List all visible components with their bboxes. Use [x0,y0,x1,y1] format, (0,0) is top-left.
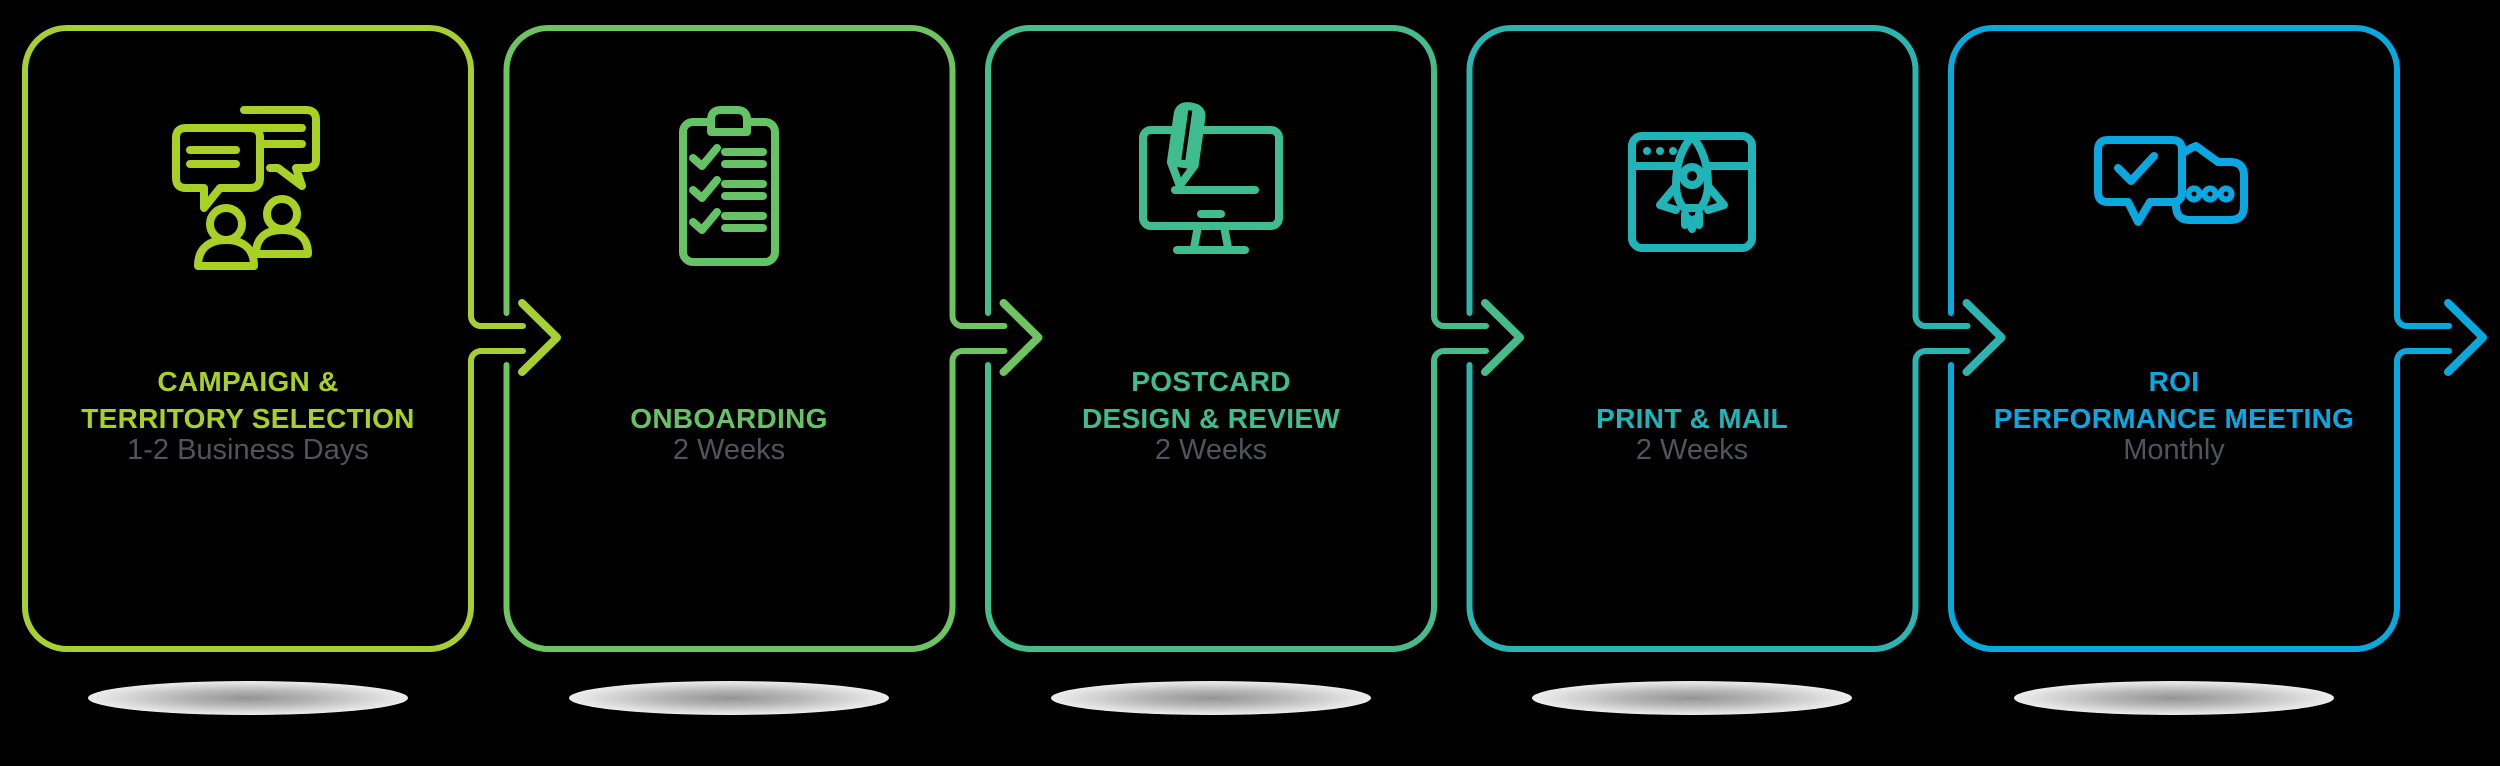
card-outline-step-2 [503,25,1043,652]
step-card-roi-meeting: ROI PERFORMANCE MEETING Monthly [1951,0,2397,766]
card-border-5 [1948,25,2452,652]
step-title: ONBOARDING [630,403,828,434]
pencil [1166,102,1206,190]
rocket-fin-right [1704,182,1728,214]
feedback-bubbles-icon [2084,102,2264,282]
step-duration: 2 Weeks [672,434,786,466]
step-title: PRINT & MAIL [1596,403,1788,434]
rocket-browser-icon [1602,102,1782,282]
card-shadow [1051,681,1371,715]
card-outline-step-5 [1948,25,2487,652]
check-bubble-checkmark [2114,152,2158,185]
rocket-window [1679,163,1705,189]
checkmark-1 [689,144,721,170]
dots-bubble-dots [2185,185,2235,203]
checkmark-3 [689,208,721,234]
card-outline-step-3 [985,25,1524,652]
card-outline-step-1 [22,25,561,652]
person-right-head [263,195,301,233]
step-card-campaign-territory: CAMPAIGN & TERRITORY SELECTION 1-2 Busin… [25,0,471,766]
list-lines-3 [721,212,767,232]
card-border-2 [503,25,1008,652]
card-border-3 [985,25,1489,652]
step-duration: 1-2 Business Days [127,434,369,466]
step-title: CAMPAIGN & TERRITORY SELECTION [81,366,415,434]
card-shadow [88,681,408,715]
clipboard-clip [707,106,751,136]
monitor-stand [1173,222,1249,254]
step-duration: 2 Weeks [1154,434,1268,466]
monitor-screen [1139,126,1283,230]
step-title: POSTCARD DESIGN & REVIEW [1081,366,1341,434]
arrow-chevron-3 [1481,299,1524,376]
step-title: ROI PERFORMANCE MEETING [1993,366,2355,434]
step-card-onboarding: ONBOARDING 2 Weeks [506,0,952,766]
clipboard-checklist-icon [639,102,819,282]
card-shadow [1532,681,1852,715]
person-left-body [194,236,258,270]
speech-bubble-right [240,106,320,190]
step-duration: Monthly [2123,434,2225,466]
card-shadow [2014,681,2334,715]
list-lines-1 [721,148,767,168]
speech-bubble-left-lines [186,146,240,168]
rocket-flame [1681,210,1703,233]
person-right-body [252,226,312,258]
card-border-4 [1466,25,1971,652]
browser-dots [1643,147,1677,155]
arrow-chevron-4 [1962,299,2006,376]
step-card-print-mail: PRINT & MAIL 2 Weeks [1469,0,1915,766]
list-lines-2 [721,180,767,200]
arrow-chevron-5 [2444,299,2487,376]
monitor-pencil-icon [1121,102,1301,282]
person-left-head [206,204,246,244]
step-card-postcard-design: POSTCARD DESIGN & REVIEW 2 Weeks [988,0,1434,766]
check-bubble [2094,136,2186,226]
card-shadow [569,681,889,715]
checkmark-2 [689,176,721,202]
card-border-1 [22,25,526,652]
card-outline-step-4 [1466,25,2006,652]
dots-bubble [2172,142,2248,224]
step-duration: 2 Weeks [1635,434,1749,466]
arrow-chevron-1 [518,299,561,376]
rocket-fin-left [1656,182,1680,214]
arrow-chevron-2 [999,299,1043,376]
conversation-people-icon [158,102,338,282]
